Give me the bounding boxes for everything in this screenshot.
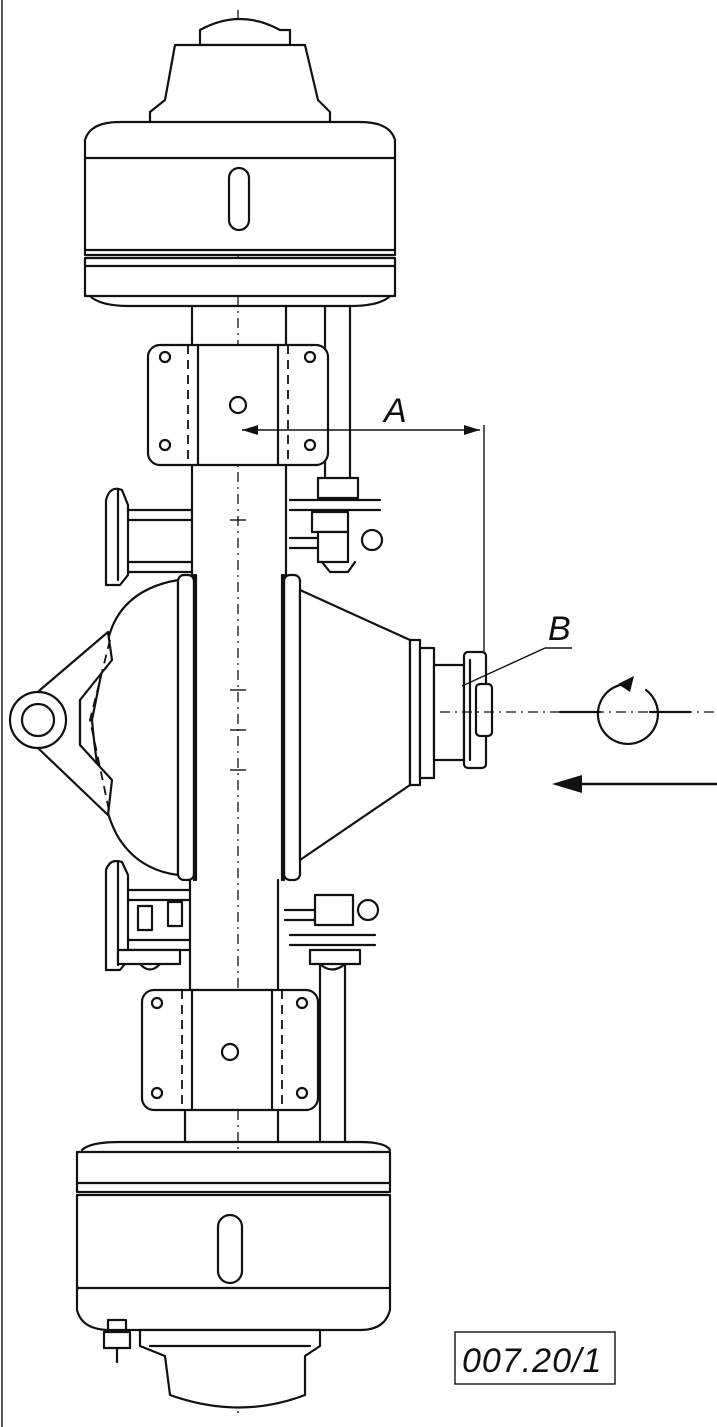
upper-right-shock-mount (288, 476, 384, 574)
input-direction-arrow (552, 775, 717, 793)
drawing-number: 007.20/1 (462, 1342, 602, 1380)
top-hub-slot (227, 166, 251, 232)
lower-right-shock-mount (283, 893, 380, 971)
top-spring-plate (146, 343, 330, 467)
rotation-direction-icon (558, 676, 692, 745)
differential-housing (8, 519, 494, 882)
callout-b: B (461, 610, 572, 687)
axle-tubes (183, 304, 288, 1144)
arm-eye-inner (20, 702, 56, 738)
dimension-a: A (242, 392, 485, 655)
callout-b-label: B (548, 610, 571, 648)
drawing-number-box: 007.20/1 (454, 1331, 616, 1385)
top-wheel-hub (83, 17, 397, 308)
bottom-hub-slot (216, 1213, 244, 1285)
lower-spring-plate (140, 988, 320, 1112)
dimension-a-label: A (382, 392, 407, 430)
lower-left-bracket (104, 859, 192, 972)
bottom-wheel-hub (75, 1140, 392, 1409)
upper-left-bracket (104, 487, 194, 587)
